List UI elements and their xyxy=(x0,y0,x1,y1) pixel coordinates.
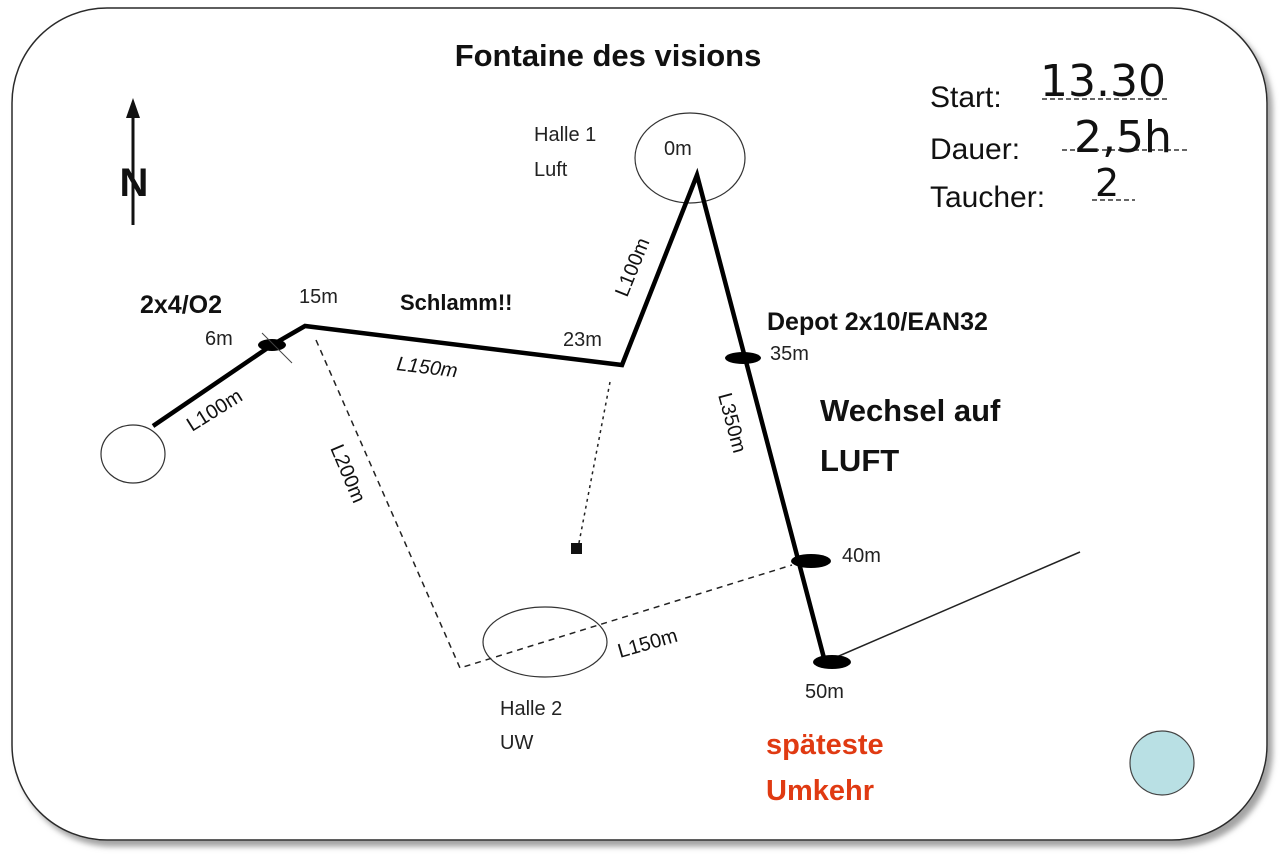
side-line xyxy=(824,551,1081,663)
stage-bottles-note: 2x4/O2 xyxy=(140,291,222,319)
depth-15m: 15m xyxy=(299,286,338,308)
north-arrow: N xyxy=(120,98,149,225)
entrance-pool xyxy=(100,424,166,484)
turnaround-line1: späteste xyxy=(766,729,884,761)
hall-1-depth: 0m xyxy=(664,138,692,160)
depth-50m: 50m xyxy=(805,681,844,703)
dive-info-form: Start: 13.30 Dauer: 2,5h Taucher: 2 xyxy=(930,56,1190,214)
hall-1-note: Luft xyxy=(534,159,568,181)
gas-switch-line1: Wechsel auf xyxy=(820,393,1001,428)
duration-label: Dauer: xyxy=(930,133,1020,166)
dashed-connections xyxy=(315,339,793,669)
turnaround-line2: Umkehr xyxy=(766,775,874,807)
hall-2-name: Halle 2 xyxy=(500,698,562,720)
hall-2-note: UW xyxy=(500,732,533,754)
diagram-title: Fontaine des visions xyxy=(455,38,762,73)
main-guideline xyxy=(151,167,828,663)
depth-6m: 6m xyxy=(205,328,233,350)
hall-1-name: Halle 1 xyxy=(534,124,596,146)
gas-switch-line2: LUFT xyxy=(820,443,899,478)
tie-off-markers xyxy=(258,332,851,669)
start-label: Start: xyxy=(930,81,1002,114)
depth-35m: 35m xyxy=(770,343,809,365)
divers-value: 2 xyxy=(1095,161,1119,205)
depth-40m: 40m xyxy=(842,545,881,567)
depot-note: Depot 2x10/EAN32 xyxy=(767,308,988,336)
duration-value: 2,5h xyxy=(1074,112,1172,163)
hall-1 xyxy=(634,112,746,204)
start-value: 13.30 xyxy=(1040,56,1166,107)
mud-note: Schlamm!! xyxy=(400,290,512,315)
card-frame xyxy=(11,7,1268,841)
divers-label: Taucher: xyxy=(930,181,1045,214)
dead-end-marker xyxy=(571,543,582,554)
depth-23m: 23m xyxy=(563,329,602,351)
hall-2 xyxy=(482,606,608,678)
north-label: N xyxy=(120,161,149,205)
exit-pool xyxy=(1129,730,1195,796)
